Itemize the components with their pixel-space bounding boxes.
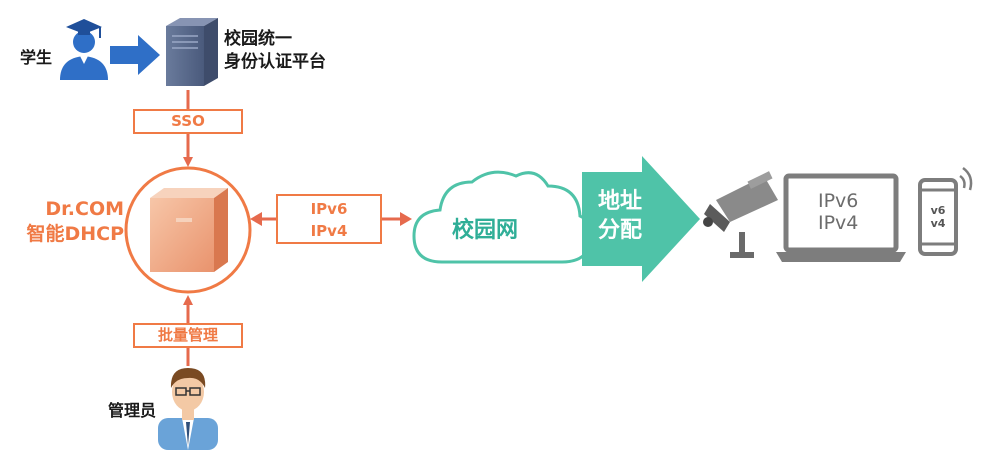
student-icon [60, 19, 108, 80]
phone-v4: v4 [930, 217, 946, 230]
assign-line1: 地址 [598, 189, 643, 214]
sso-edge-label: SSO [133, 109, 243, 134]
address-assign-label: 地址 分配 [598, 187, 642, 245]
phone-v6: v6 [930, 204, 946, 217]
student-label: 学生 [20, 48, 53, 67]
auth-platform-line2: 身份认证平台 [224, 52, 326, 72]
laptop-icon [776, 173, 906, 262]
assign-arrow [582, 156, 700, 282]
ipv4-label: IPv4 [310, 222, 348, 240]
phone-screen-text: v6 v4 [928, 204, 948, 230]
ipv6-label: IPv6 [310, 200, 348, 218]
admin-label: 管理员 [108, 401, 157, 420]
wifi-icon [959, 166, 973, 191]
drcom-line2: 智能DHCP [26, 223, 124, 245]
server-icon [166, 18, 218, 86]
assign-line2: 分配 [598, 218, 643, 243]
phone-icon [918, 178, 958, 256]
login-arrow [110, 35, 160, 75]
dhcp-device-icon [150, 188, 228, 272]
campus-network-label: 校园网 [452, 218, 519, 243]
ip-edge-label: IPv6 IPv4 [276, 194, 382, 244]
admin-icon [158, 368, 218, 450]
drcom-line1: Dr.COM [45, 198, 124, 220]
laptop-screen-text: IPv6 IPv4 [818, 190, 858, 234]
batch-management-label: 批量管理 [133, 323, 243, 348]
drcom-dhcp-label: Dr.COM 智能DHCP [0, 197, 124, 247]
auth-platform-line1: 校园统一 [224, 29, 292, 49]
auth-platform-label: 校园统一 身份认证平台 [224, 28, 326, 74]
laptop-ipv4: IPv4 [818, 212, 859, 234]
camera-icon [703, 171, 778, 258]
laptop-ipv6: IPv6 [818, 190, 859, 212]
